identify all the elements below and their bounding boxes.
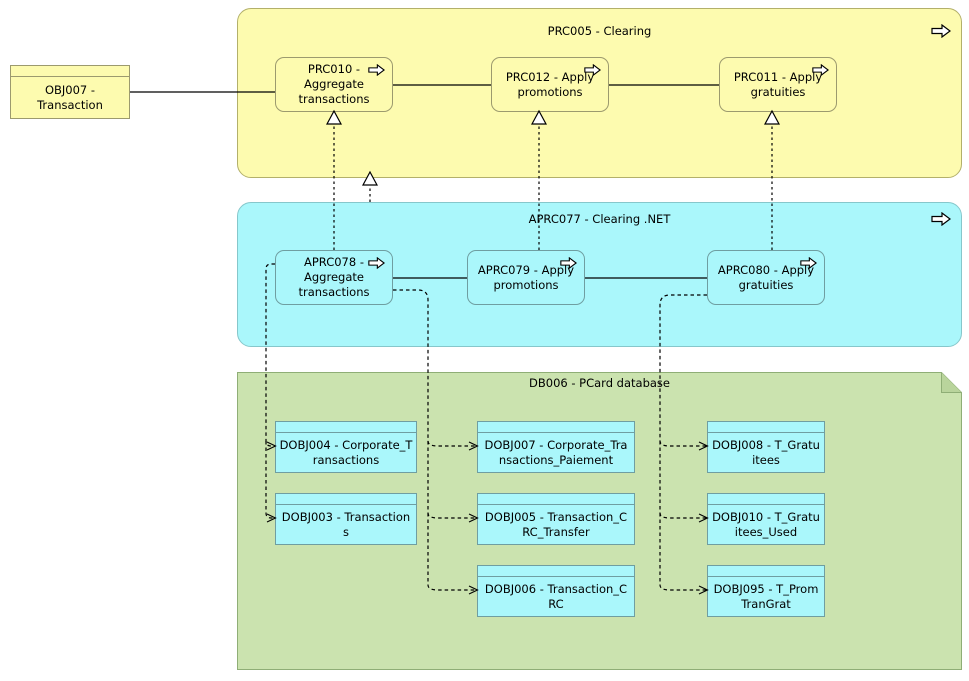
node-aprc078[interactable]: APRC078 - Aggregate transactions <box>275 250 393 305</box>
node-dobj007-label: DOBJ007 - Corporate_Transactions_Paiemen… <box>484 437 628 467</box>
group-db006-title: DB006 - PCard database <box>529 376 670 390</box>
group-prc005-title: PRC005 - Clearing <box>547 24 652 38</box>
data-object-icon <box>478 494 634 505</box>
data-object-icon <box>708 494 824 505</box>
node-dobj005-label: DOBJ005 - Transaction_CRC_Transfer <box>484 509 628 539</box>
process-arrow-icon <box>368 256 386 270</box>
node-dobj008-label: DOBJ008 - T_Gratuitees <box>712 437 820 467</box>
node-prc011[interactable]: PRC011 - Apply gratuities <box>719 57 837 112</box>
node-dobj010-label: DOBJ010 - T_Gratuitees_Used <box>712 509 820 539</box>
data-object-icon <box>478 422 634 433</box>
node-obj007[interactable]: OBJ007 - Transaction <box>10 65 130 119</box>
node-aprc080-label: APRC080 - Apply gratuities <box>717 262 815 292</box>
data-object-icon <box>708 566 824 577</box>
node-prc011-label: PRC011 - Apply gratuities <box>733 69 823 99</box>
node-aprc079-label: APRC079 - Apply promotions <box>477 262 575 292</box>
node-aprc080[interactable]: APRC080 - Apply gratuities <box>707 250 825 305</box>
node-dobj004-label: DOBJ004 - Corporate_Transactions <box>279 437 413 467</box>
node-dobj095[interactable]: DOBJ095 - T_PromTranGrat <box>707 565 825 617</box>
data-object-icon <box>276 494 416 505</box>
node-aprc078-label: APRC078 - Aggregate transactions <box>298 255 370 299</box>
process-arrow-icon <box>812 63 830 77</box>
node-prc010[interactable]: PRC010 - Aggregate transactions <box>275 57 393 112</box>
node-dobj095-label: DOBJ095 - T_PromTranGrat <box>713 581 819 611</box>
process-arrow-icon <box>584 63 602 77</box>
process-arrow-icon <box>931 211 951 227</box>
process-arrow-icon <box>800 256 818 270</box>
process-arrow-icon <box>368 63 386 77</box>
node-obj007-label: OBJ007 - Transaction <box>37 82 103 112</box>
node-prc010-label: PRC010 - Aggregate transactions <box>298 62 370 106</box>
data-object-icon <box>276 422 416 433</box>
node-aprc079[interactable]: APRC079 - Apply promotions <box>467 250 585 305</box>
business-object-icon <box>11 66 129 77</box>
node-dobj005[interactable]: DOBJ005 - Transaction_CRC_Transfer <box>477 493 635 545</box>
node-prc012[interactable]: PRC012 - Apply promotions <box>491 57 609 112</box>
node-dobj003[interactable]: DOBJ003 - Transactions <box>275 493 417 545</box>
node-dobj006[interactable]: DOBJ006 - Transaction_CRC <box>477 565 635 617</box>
node-dobj008[interactable]: DOBJ008 - T_Gratuitees <box>707 421 825 473</box>
node-dobj003-label: DOBJ003 - Transactions <box>281 509 411 539</box>
data-object-icon <box>708 422 824 433</box>
node-dobj007[interactable]: DOBJ007 - Corporate_Transactions_Paiemen… <box>477 421 635 473</box>
process-arrow-icon <box>560 256 578 270</box>
data-object-icon <box>478 566 634 577</box>
group-aprc077-title: APRC077 - Clearing .NET <box>528 212 671 226</box>
node-dobj006-label: DOBJ006 - Transaction_CRC <box>484 581 628 611</box>
node-dobj010[interactable]: DOBJ010 - T_Gratuitees_Used <box>707 493 825 545</box>
node-prc012-label: PRC012 - Apply promotions <box>505 69 595 99</box>
process-arrow-icon <box>931 23 951 39</box>
node-dobj004[interactable]: DOBJ004 - Corporate_Transactions <box>275 421 417 473</box>
